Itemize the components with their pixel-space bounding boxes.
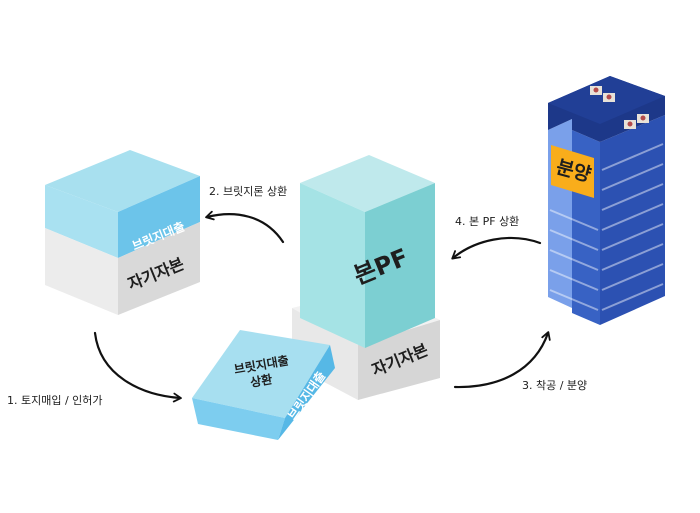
step2-label: 2. 브릿지론 상환 bbox=[209, 185, 287, 198]
arrow-step2 bbox=[205, 210, 285, 244]
building: 분양 bbox=[548, 76, 665, 325]
rooftop-units bbox=[590, 86, 649, 129]
step3-label: 3. 착공 / 분양 bbox=[522, 379, 587, 392]
sale-sign bbox=[551, 145, 594, 198]
arrow-step3 bbox=[453, 331, 551, 389]
step1-label: 1. 토지매입 / 인허가 bbox=[7, 394, 103, 407]
arrow-step4 bbox=[451, 236, 542, 260]
tilted-block-label-line2: 상환 bbox=[249, 371, 273, 390]
tilted-block: 브릿지대출 상환 브릿지대출 bbox=[192, 330, 335, 440]
arrow-step1 bbox=[93, 331, 182, 403]
step4-label: 4. 본 PF 상환 bbox=[455, 215, 519, 228]
left-block: 브릿지대출 자기자본 bbox=[45, 150, 200, 315]
